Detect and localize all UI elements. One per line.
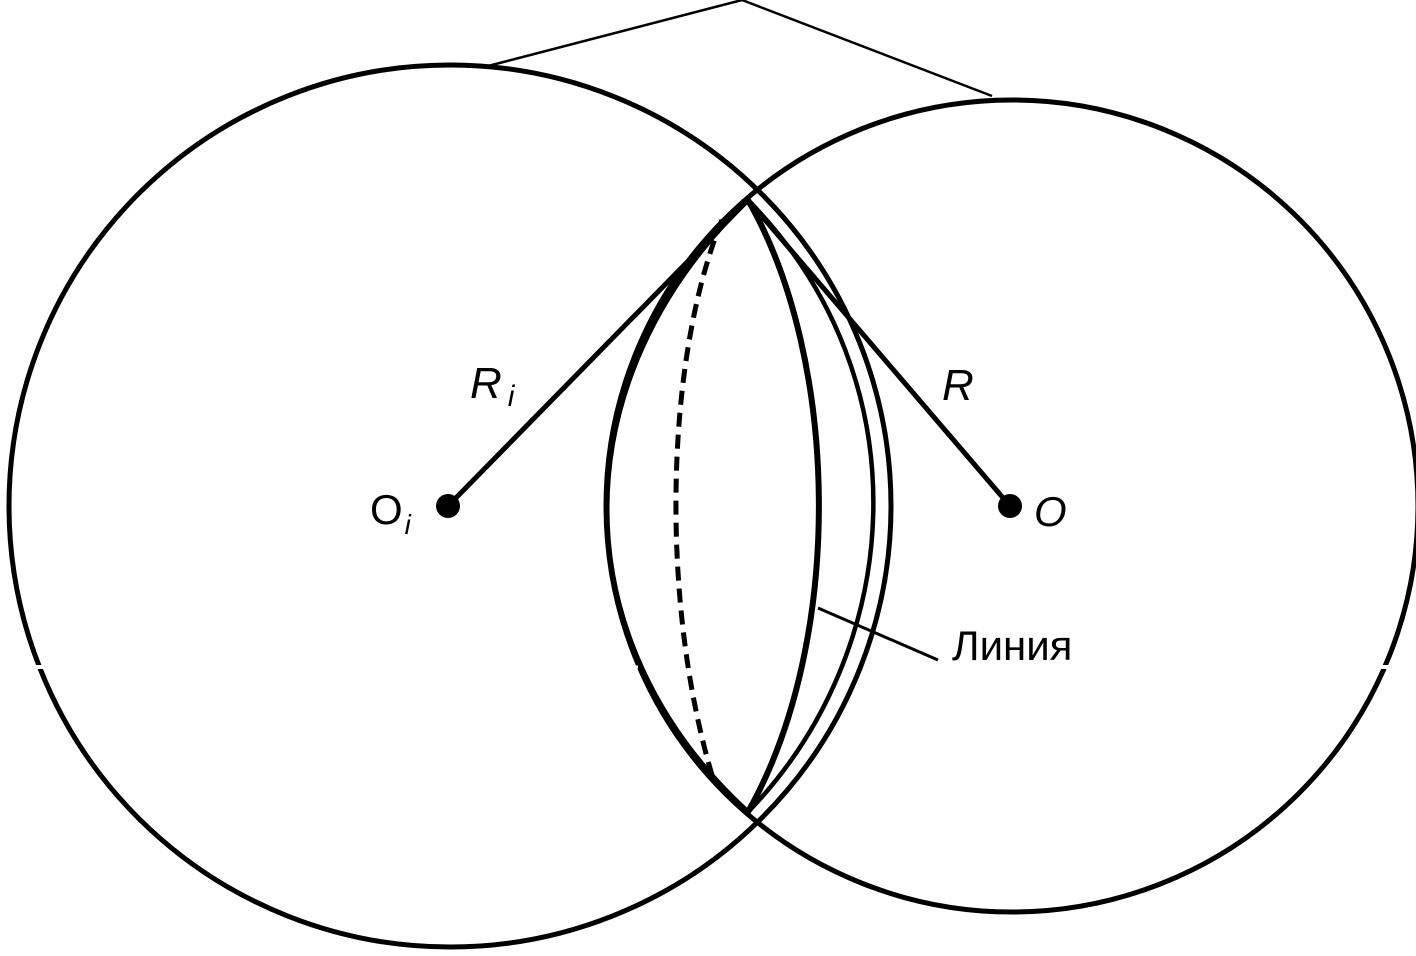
- lens-right-arc: [746, 198, 876, 814]
- radius-left-line: [446, 198, 750, 508]
- radius-right-label: R: [942, 361, 974, 410]
- hidden-arc-dashed: [673, 219, 725, 776]
- center-right-dot: [998, 494, 1022, 518]
- radius-right-line: [746, 198, 1012, 508]
- center-left-label: Oi: [370, 486, 412, 540]
- center-left-dot: [436, 494, 460, 518]
- intersection-line: [745, 198, 822, 814]
- top-connector-right: [741, 0, 993, 98]
- left-circle: [6, 62, 894, 950]
- line-callout-label: Линия: [952, 622, 1072, 669]
- callout-leader-line: [817, 606, 939, 662]
- center-right-label: O: [1034, 488, 1067, 535]
- top-connector-left: [487, 0, 743, 68]
- lens-left-arc: [604, 198, 750, 814]
